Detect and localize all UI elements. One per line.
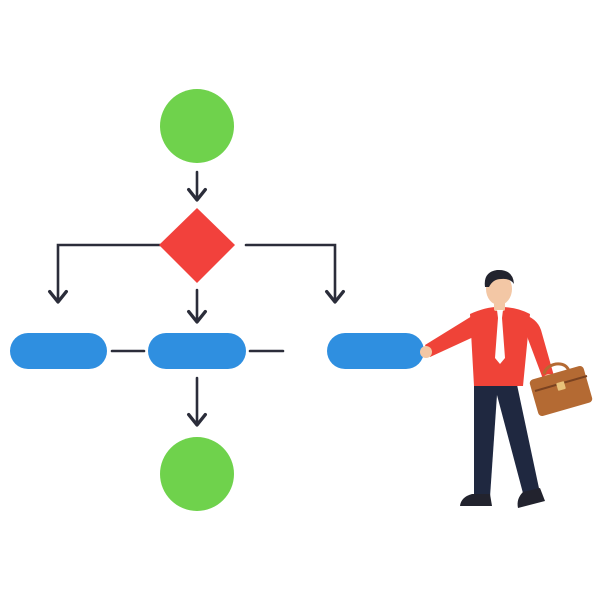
businessman-pointing-icon [420, 269, 593, 508]
businessman-shoe-front [460, 494, 492, 506]
briefcase-icon [529, 362, 593, 417]
connectors [48, 170, 345, 427]
edge-decision-to-process-left [48, 243, 162, 304]
process-node-left [10, 333, 107, 369]
businessman-leg-front [474, 380, 498, 497]
businessman-shoe-back [517, 488, 545, 508]
businessman-leg-back [493, 380, 540, 497]
start-terminal-node [160, 89, 234, 163]
businessman-hand-pointing [420, 346, 432, 358]
businessman-arm-pointing [425, 316, 480, 357]
nodes [10, 89, 424, 511]
businessman-hair [484, 269, 514, 287]
businessman-tie [495, 310, 505, 364]
decision-node [159, 208, 235, 283]
process-node-center [148, 333, 246, 369]
edge-decision-to-process-right [244, 243, 345, 304]
process-node-right [327, 333, 424, 369]
businessman-arm-lower [522, 314, 554, 379]
end-terminal-node [160, 437, 234, 511]
